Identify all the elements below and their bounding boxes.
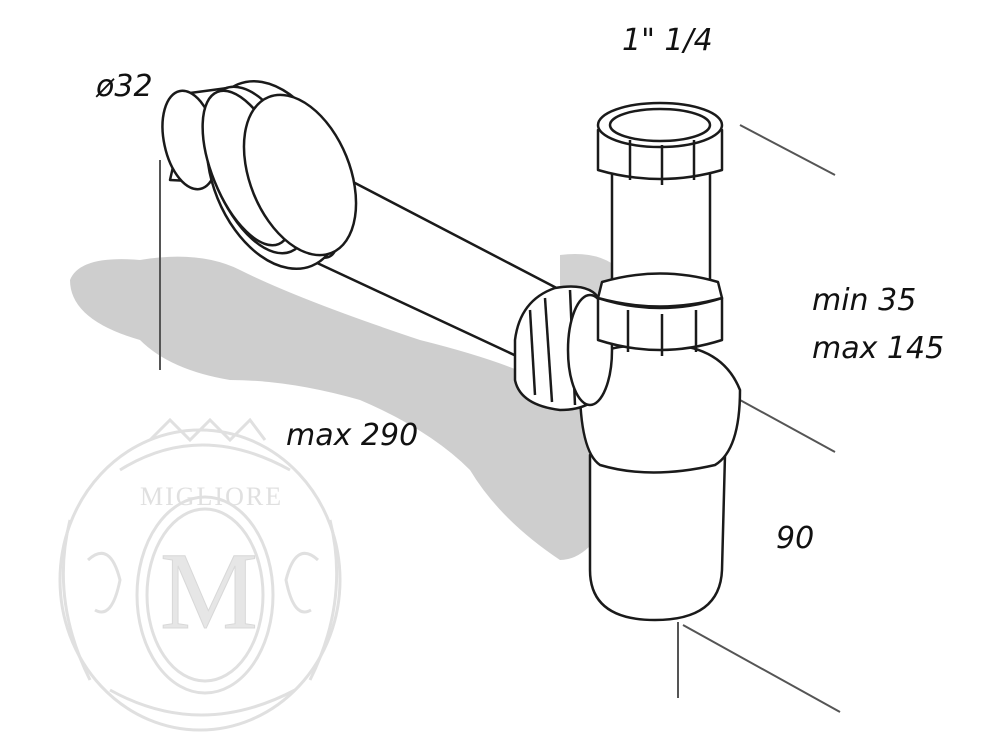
pipe-diameter-label: ø32 [96,69,153,104]
wall-flange [201,79,358,271]
length-max-label: max 290 [286,418,419,453]
watermark-crest: MIGLIORE M [58,417,342,732]
trap-bottle [578,343,742,622]
height-min-label: min 35 [812,283,917,318]
trap-depth-label: 90 [776,521,815,556]
top-reference-line [739,124,836,176]
thread-size-label: 1" 1/4 [622,23,713,58]
pipe-union-nut [513,285,614,412]
top-cap-nut [596,101,724,185]
bottom-reference-line [682,624,841,713]
watermark-monogram: M [160,530,258,652]
middle-reference-line [739,399,836,453]
watermark-brand: MIGLIORE [140,482,283,511]
height-max-label: max 145 [812,331,945,366]
dimension-lines [159,124,841,713]
cast-shadow [70,256,630,560]
middle-hex-nut [596,272,724,356]
